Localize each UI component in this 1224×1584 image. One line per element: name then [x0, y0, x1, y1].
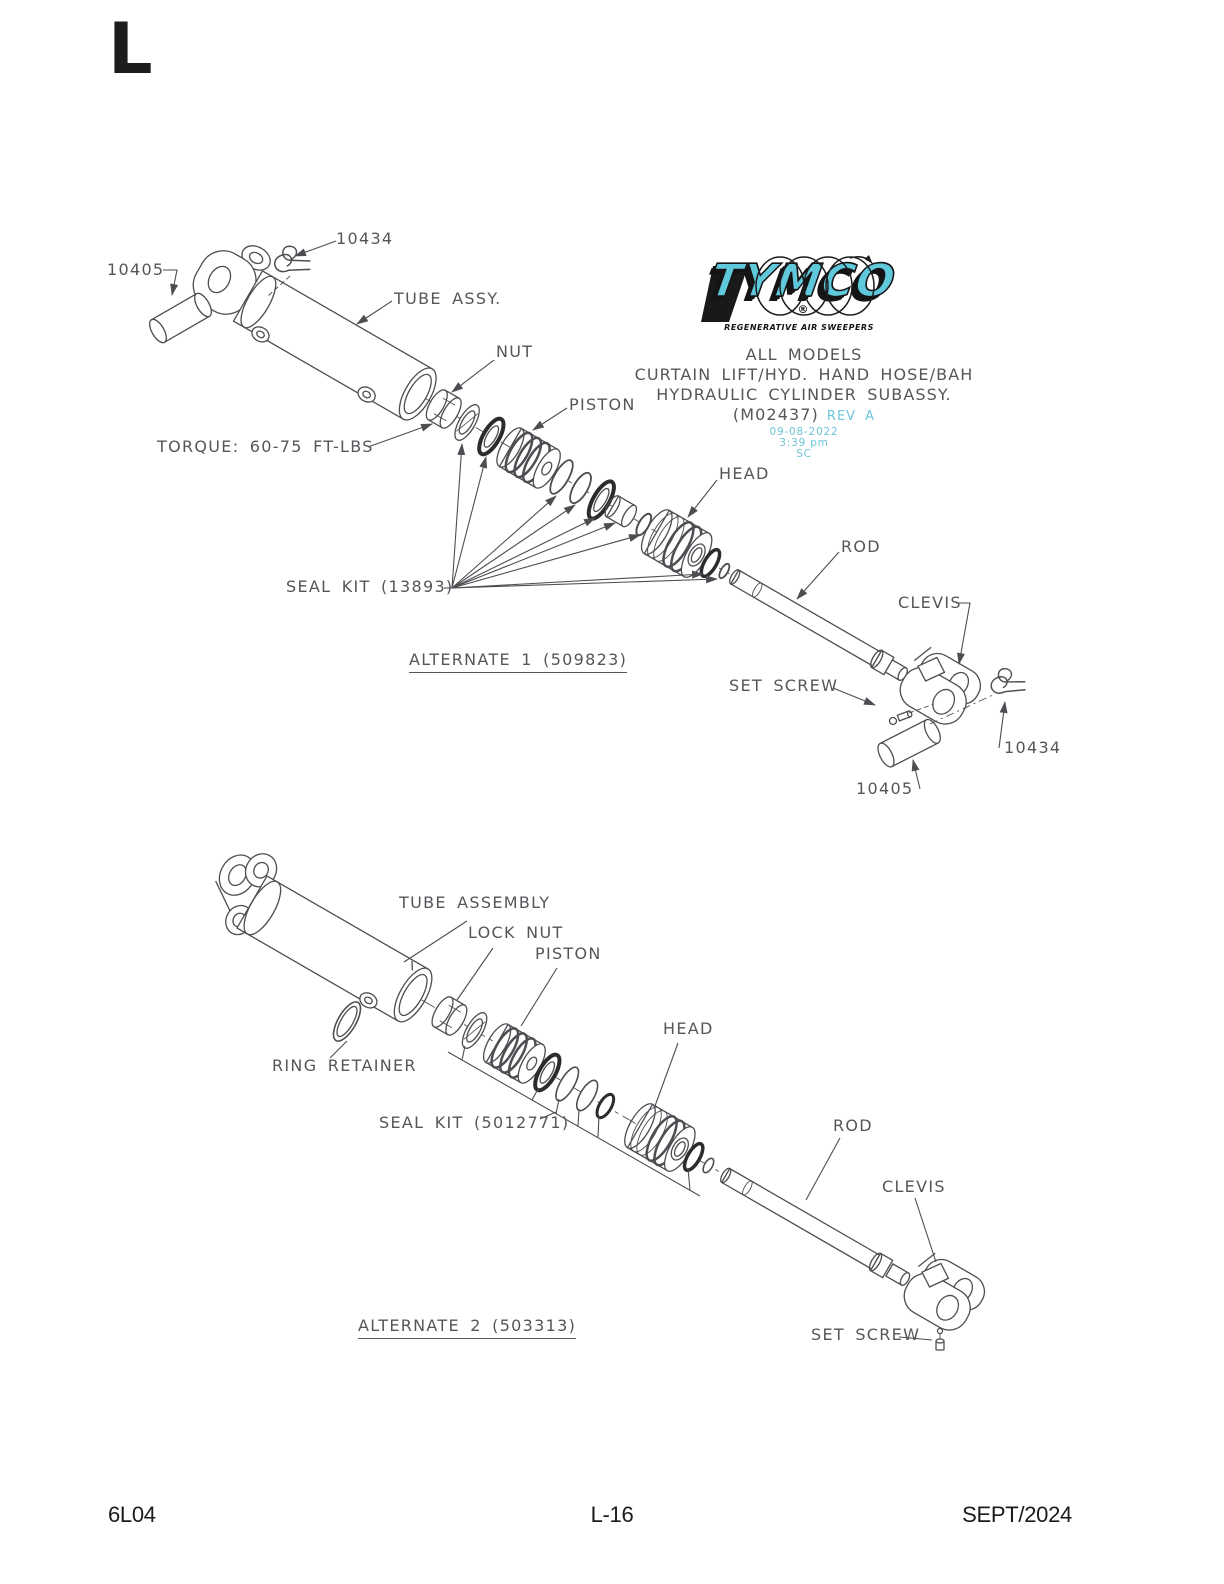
logo-slash	[701, 266, 748, 322]
tymco-logo: TYMCO®	[706, 253, 900, 322]
revision-time: 3:39 pm	[779, 437, 829, 449]
label-piston-2: PISTON	[535, 944, 602, 963]
title-models-line: ALL MODELS	[745, 345, 863, 364]
label-rod-2: ROD	[833, 1116, 873, 1135]
label-head-1: HEAD	[719, 464, 770, 483]
label-clip-bottom-part-number: 10434	[1004, 738, 1062, 757]
alt2-assembly	[215, 853, 992, 1351]
tymco-logo-tagline: REGENERATIVE AIR SWEEPERS	[724, 323, 874, 332]
label-set-screw-2: SET SCREW	[811, 1325, 921, 1344]
caption-alternate-2: ALTERNATE 2 (503313)	[358, 1316, 577, 1339]
alt1-assembly	[149, 241, 1028, 768]
clip-bottom	[986, 663, 1028, 701]
label-tube-assembly-2: TUBE ASSEMBLY	[399, 893, 551, 912]
footer-page-number: L-16	[590, 1502, 634, 1527]
caption-alternate-2-text: ALTERNATE 2 (503313)	[358, 1316, 577, 1339]
alt2-leaders	[329, 920, 937, 1341]
label-nut: NUT	[496, 342, 534, 361]
label-tube-assy: TUBE ASSY.	[394, 289, 502, 308]
caption-alternate-1-text: ALTERNATE 1 (509823)	[409, 650, 628, 673]
section-letter: L	[108, 8, 153, 90]
title-subassembly-line: HYDRAULIC CYLINDER SUBASSY.	[656, 385, 952, 404]
label-clevis-2: CLEVIS	[882, 1177, 946, 1196]
pin-bottom	[877, 718, 941, 768]
label-piston-1: PISTON	[569, 395, 636, 414]
label-ring-retainer: RING RETAINER	[272, 1056, 417, 1075]
label-rod-1: ROD	[841, 537, 881, 556]
label-torque-note: TORQUE: 60-75 FT-LBS	[157, 437, 374, 456]
revision-date: 09-08-2022	[769, 426, 839, 438]
label-pin-top-part-number: 10405	[107, 260, 165, 279]
label-seal-kit-2: SEAL KIT (5012771)	[379, 1113, 570, 1132]
label-set-screw-1: SET SCREW	[729, 676, 839, 695]
footer-section-code: 6L04	[108, 1502, 156, 1527]
label-head-2: HEAD	[663, 1019, 714, 1038]
label-clevis-1: CLEVIS	[898, 593, 962, 612]
clevis-top	[892, 642, 988, 734]
label-clip-top-part-number: 10434	[336, 229, 394, 248]
revision-initials: SC	[796, 448, 812, 460]
clip-top	[270, 241, 313, 279]
logo-spiral-loops	[755, 255, 875, 316]
diagram-strokes	[149, 240, 1028, 1351]
title-number-line: (M02437) REV A	[612, 405, 996, 427]
title-application-line: CURTAIN LIFT/HYD. HAND HOSE/BAH	[634, 365, 974, 384]
drawing-title-block: ALL MODELS CURTAIN LIFT/HYD. HAND HOSE/B…	[612, 345, 996, 460]
pin-top	[149, 292, 213, 344]
label-pin-bottom-part-number: 10405	[856, 779, 914, 798]
registered-trademark-symbol: ®	[797, 303, 809, 316]
footer-date: SEPT/2024	[962, 1502, 1072, 1527]
drawing-number: (M02437)	[732, 405, 819, 424]
label-lock-nut: LOCK NUT	[468, 923, 564, 942]
label-seal-kit-1: SEAL KIT (13893)	[286, 577, 454, 596]
caption-alternate-1: ALTERNATE 1 (509823)	[409, 650, 628, 673]
alt1-leaders	[163, 240, 1008, 790]
revision-tag: REV A	[826, 409, 876, 424]
